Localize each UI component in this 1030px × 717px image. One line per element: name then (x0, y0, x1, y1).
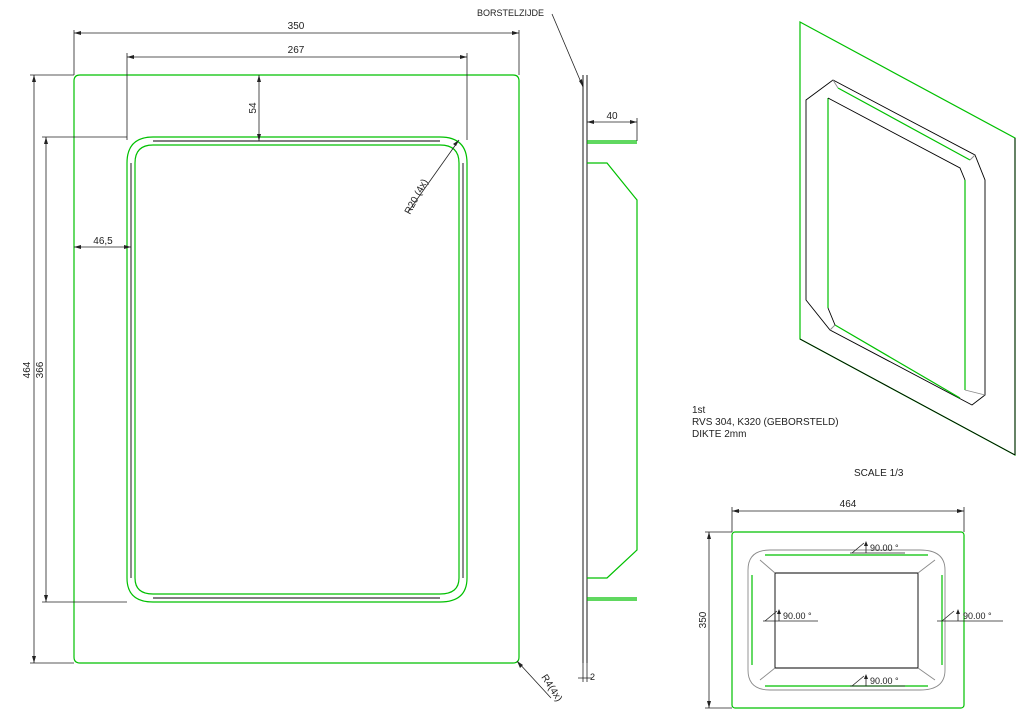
radius-r4-callout: R4(4x) (516, 660, 564, 704)
dim-side-margin: 46,5 (74, 236, 131, 249)
front-view: 350 267 54 46,5 464 366 (22, 21, 564, 704)
front-outer-outline (73, 74, 520, 664)
dim-label-top-464: 464 (840, 499, 857, 510)
dim-outer-height: 464 (22, 74, 74, 664)
radius-label-r20: R20 (4x) (403, 177, 431, 216)
iso-plate (799, 20, 1016, 457)
dim-label-top-350: 350 (698, 611, 709, 628)
dim-thickness: 2 (578, 663, 595, 682)
angle-label-top: 90.00 ° (870, 543, 899, 553)
dim-label-46-5: 46,5 (93, 236, 113, 247)
angle-callout-right: 90.00 ° (937, 609, 1003, 622)
angle-callout-top: 90.00 ° (850, 541, 905, 554)
angle-callout-left: 90.00 ° (763, 609, 818, 622)
front-inner-flanges (126, 136, 468, 603)
angle-label-bottom: 90.00 ° (870, 676, 899, 686)
side-view: BORSTELZIJDE 40 2 (477, 8, 638, 682)
dim-label-267: 267 (288, 45, 305, 56)
note-line-3: DIKTE 2mm (692, 429, 746, 440)
isometric-view (799, 20, 1016, 457)
dim-label-2: 2 (590, 672, 595, 682)
iso-recess (805, 79, 986, 406)
scale-label: SCALE 1/3 (854, 468, 904, 479)
angle-callout-bottom: 90.00 ° (850, 674, 905, 687)
top-outer-outline (731, 531, 965, 709)
dim-label-54: 54 (248, 102, 259, 114)
dim-label-350: 350 (288, 21, 305, 32)
side-flange-profile (587, 162, 638, 579)
dim-label-40: 40 (606, 111, 618, 122)
dim-top-height: 350 (698, 531, 732, 709)
dim-depth: 40 (587, 111, 638, 141)
dim-label-366: 366 (35, 361, 46, 378)
note-line-2: RVS 304, K320 (GEBORSTELD) (692, 417, 839, 428)
dim-inner-width: 267 (126, 45, 468, 140)
side-plate-edge (582, 75, 588, 663)
angle-label-right: 90.00 ° (963, 611, 992, 621)
angle-label-left: 90.00 ° (783, 611, 812, 621)
brush-side-label: BORSTELZIJDE (477, 8, 544, 18)
note-line-1: 1st (692, 405, 706, 416)
top-view: 464 350 90.00 ° 90.00 ° 90.00 ° 90.00 ° (698, 499, 1003, 709)
radius-r20-callout: R20 (4x) (403, 139, 460, 216)
dim-inner-height: 366 (35, 136, 127, 603)
dim-label-464: 464 (22, 361, 33, 378)
dim-top-width: 464 (731, 499, 965, 532)
dim-top-margin: 54 (248, 75, 261, 141)
material-notes: 1st RVS 304, K320 (GEBORSTELD) DIKTE 2mm… (692, 405, 904, 479)
dim-outer-width: 350 (73, 21, 520, 75)
